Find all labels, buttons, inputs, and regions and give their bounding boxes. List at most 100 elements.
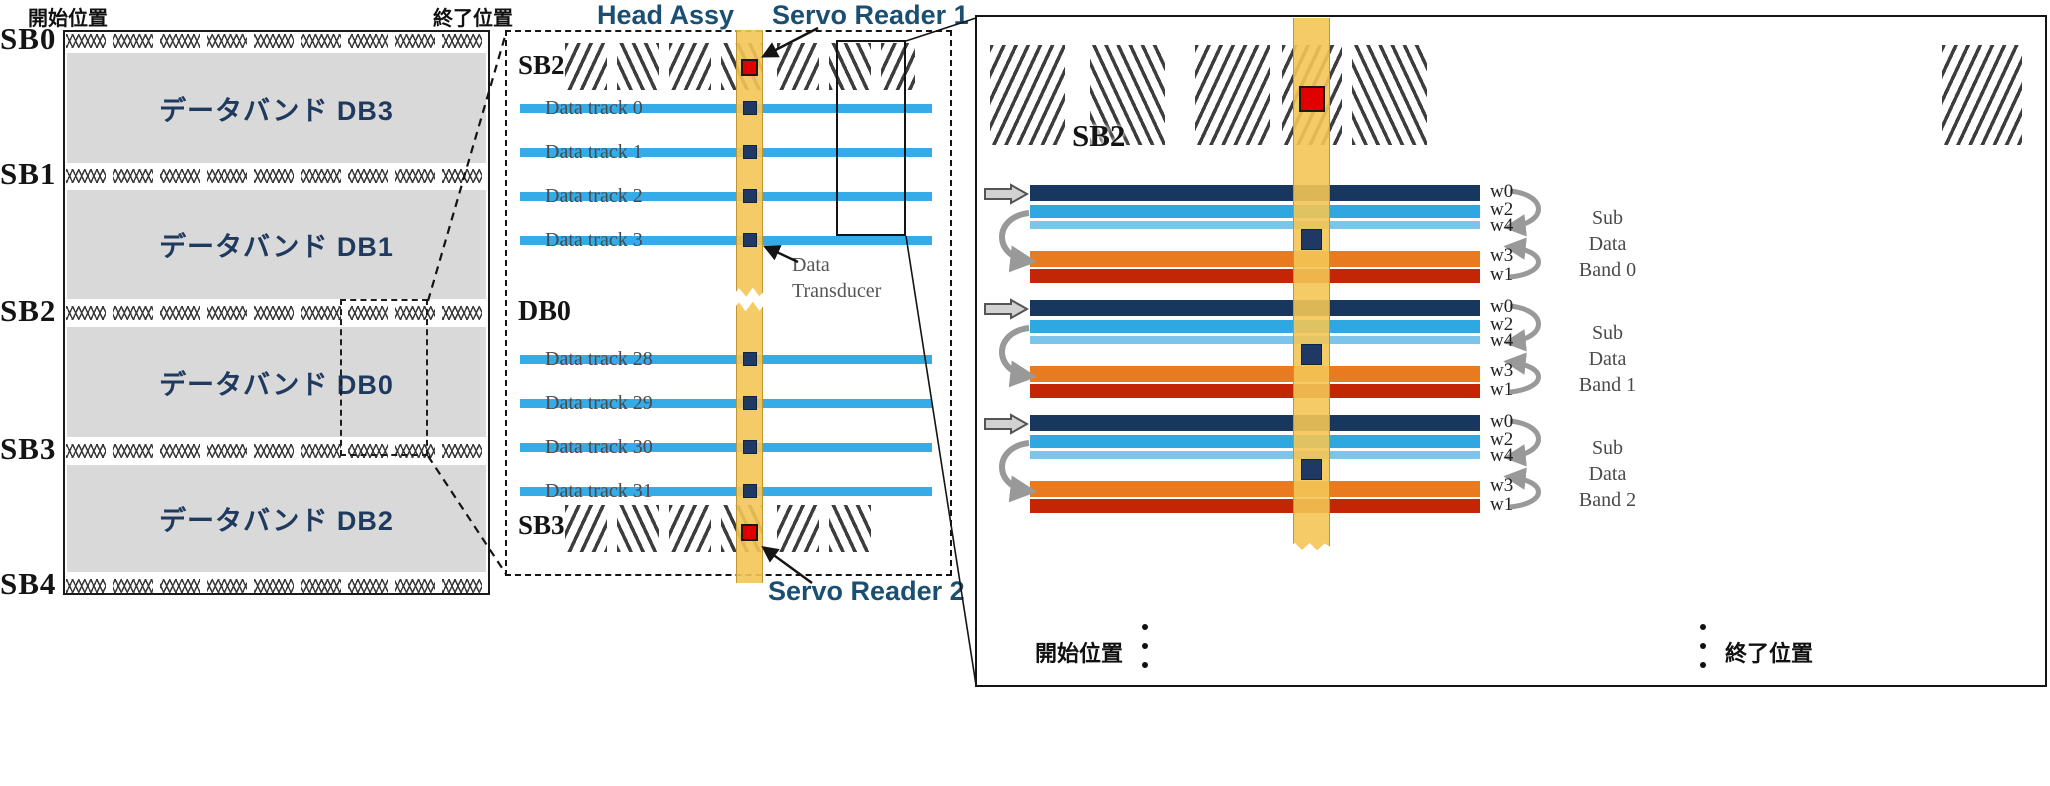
wrap-bar-w3 (1030, 366, 1480, 382)
servo-stripes-icon (1942, 45, 2022, 145)
wrap-bar-w4 (1030, 451, 1480, 459)
data-track-2-label: Data track 2 (545, 185, 643, 207)
data-band-db1: データバンド DB1 (67, 190, 486, 299)
data-transducer-square (743, 396, 757, 410)
servo-stripes-icon (1090, 45, 1165, 145)
servo-stripes-icon (1352, 45, 1427, 145)
wrap-bar-w4 (1030, 336, 1480, 344)
wrap-bar-w0 (1030, 185, 1480, 201)
data-track-30-bar (520, 443, 932, 452)
wrap-bar-w3 (1030, 251, 1480, 267)
data-band-db2-label: データバンド DB2 (159, 506, 394, 536)
data-track-1-bar (520, 148, 932, 157)
wrap-bar-w2 (1030, 435, 1480, 448)
servo-band-label-sb1: SB1 (0, 156, 57, 191)
servo-band-label-sb3: SB3 (0, 431, 57, 466)
right-end-position-label: 終了位置 (1725, 641, 1814, 666)
wrap-bar-w1 (1030, 499, 1480, 513)
data-track-3-label: Data track 3 (545, 229, 643, 251)
servo-band-label-sb0: SB0 (0, 21, 57, 56)
data-transducer-square (1301, 459, 1322, 480)
wrap-label-w0: w0 (1490, 411, 1514, 432)
data-transducer-square (743, 440, 757, 454)
left-end-position-label: 終了位置 (433, 8, 513, 30)
data-band-db1-label: データバンド DB1 (159, 232, 394, 262)
servo-stripes-icon (777, 43, 819, 90)
wrap-bar-w2 (1030, 320, 1480, 333)
servo-band-pattern-sb1 (66, 169, 487, 183)
data-track-28-label: Data track 28 (545, 348, 653, 370)
data-band-db0: データバンド DB0 (67, 327, 486, 437)
data-track-1-label: Data track 1 (545, 141, 643, 163)
sub-data-band-2: w0 w2 w4 w3 w1 Sub Data Band 2 (975, 411, 1675, 530)
servo-reader-2-square (741, 524, 758, 541)
servo-stripes-icon (669, 43, 711, 90)
wrap-label-w4: w4 (1490, 215, 1514, 236)
data-track-29-label: Data track 29 (545, 392, 653, 414)
write-direction-arrows-left (984, 183, 1038, 273)
head-assy-label: Head Assy (597, 0, 735, 30)
data-transducer-label: Data Transducer (792, 254, 882, 302)
left-start-position-label: 開始位置 (28, 8, 108, 30)
sub-data-band-0: w0 w2 w4 w3 w1 Sub Data Band 0 (975, 181, 1675, 300)
data-track-28-bar (520, 355, 932, 364)
servo-stripes-icon (1195, 45, 1270, 145)
data-track-31-label: Data track 31 (545, 480, 653, 502)
sb2-label-right: SB2 (1072, 118, 1126, 153)
wrap-bar-w0 (1030, 300, 1480, 316)
sb3-label-middle: SB3 (518, 510, 565, 540)
servo-stripes-icon (777, 505, 819, 552)
zoom-region-outline (340, 299, 428, 456)
servo-stripes-icon (829, 505, 871, 552)
data-transducer-square (743, 233, 757, 247)
wrap-bar-w3 (1030, 481, 1480, 497)
sb2-label-middle: SB2 (518, 50, 565, 80)
servo-stripes-icon (881, 43, 915, 90)
servo-band-label-sb4: SB4 (0, 566, 57, 601)
data-transducer-square (743, 352, 757, 366)
servo-stripes-icon (617, 505, 659, 552)
write-direction-arrows-left (984, 413, 1038, 503)
data-track-30-label: Data track 30 (545, 436, 653, 458)
servo-band-pattern-sb0 (66, 34, 487, 48)
data-transducer-square (743, 484, 757, 498)
sub-band-zoom-outline (836, 40, 906, 236)
sub-data-band-1: w0 w2 w4 w3 w1 Sub Data Band 1 (975, 296, 1675, 415)
wrap-bar-w1 (1030, 384, 1480, 398)
data-track-0-label: Data track 0 (545, 97, 643, 119)
data-track-29-bar (520, 399, 932, 408)
servo-stripes-icon (669, 505, 711, 552)
servo-stripes-icon (565, 43, 607, 90)
sub-data-band-1-label: Sub Data Band 1 (1578, 322, 1637, 396)
wrap-label-w1: w1 (1490, 494, 1514, 515)
data-transducer-square (743, 189, 757, 203)
write-direction-arrows-right (1503, 188, 1541, 280)
servo-stripes-icon (990, 45, 1065, 145)
db0-label: DB0 (518, 296, 571, 327)
servo-band-pattern-sb4 (66, 579, 487, 593)
data-track-3-bar (520, 236, 932, 245)
data-track-0-bar (520, 104, 932, 113)
servo-stripes-icon (565, 505, 607, 552)
servo-reader-2-label: Servo Reader 2 (768, 576, 965, 606)
data-track-31-bar (520, 487, 932, 496)
wrap-bar-w0 (1030, 415, 1480, 431)
continuation-dots-left (1142, 624, 1148, 672)
data-band-db2: データバンド DB2 (67, 465, 486, 572)
data-transducer-square (1301, 229, 1322, 250)
data-band-db3: データバンド DB3 (67, 53, 486, 163)
write-direction-arrows-left (984, 298, 1038, 388)
wrap-label-w1: w1 (1490, 379, 1514, 400)
servo-reader-1-label: Servo Reader 1 (772, 0, 969, 30)
wrap-bar-w1 (1030, 269, 1480, 283)
wrap-label-w0: w0 (1490, 296, 1514, 317)
wrap-label-w3: w3 (1490, 475, 1514, 496)
data-track-2-bar (520, 192, 932, 201)
continuation-dots-right (1700, 624, 1706, 672)
data-band-db3-label: データバンド DB3 (159, 95, 394, 126)
servo-band-pattern-sb2 (66, 306, 487, 320)
sub-data-band-0-label: Sub Data Band 0 (1578, 207, 1637, 281)
wrap-label-w0: w0 (1490, 181, 1514, 202)
wrap-bar-w4 (1030, 221, 1480, 229)
wrap-label-w3: w3 (1490, 245, 1514, 266)
